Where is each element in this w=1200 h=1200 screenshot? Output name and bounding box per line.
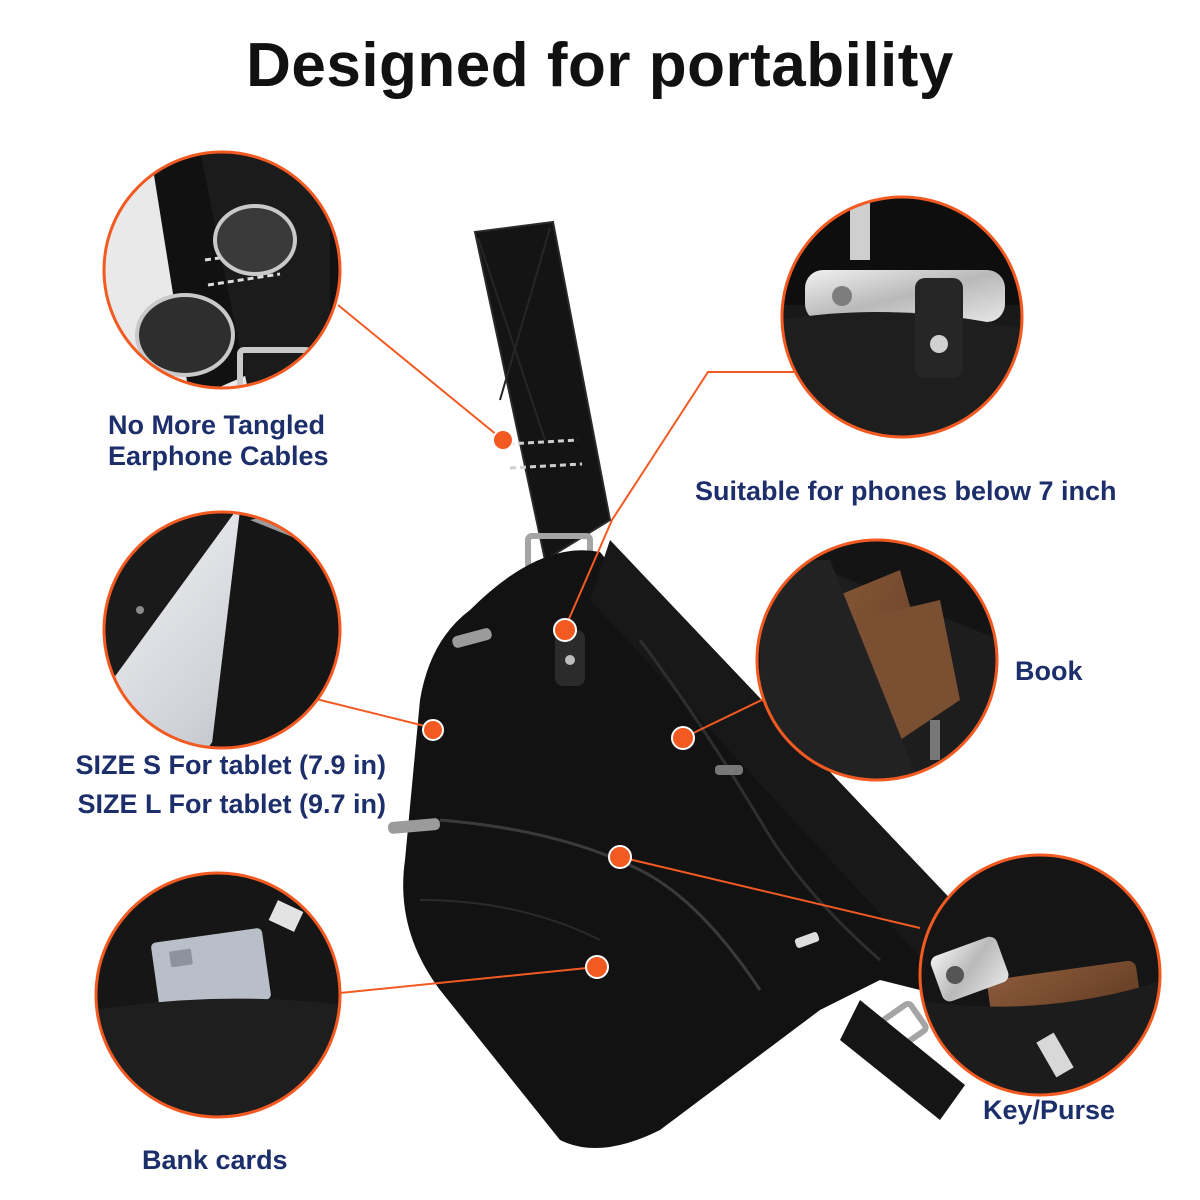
caption-tablet: SIZE S For tablet (7.9 in) SIZE L For ta… [68,750,386,820]
page-title: Designed for portability [246,31,954,100]
tablet-detail [102,510,342,750]
caption-earphone-line-2: Earphone Cables [108,441,329,471]
sling-bag [387,220,980,1148]
caption-earphone: No More Tangled Earphone Cables [108,410,329,472]
caption-phone: Suitable for phones below 7 inch [695,476,1117,507]
caption-tablet-line-2: SIZE L For tablet (9.7 in) [77,789,386,819]
phone-pocket-detail [780,195,1024,439]
caption-tablet-line-1: SIZE S For tablet (7.9 in) [75,750,386,780]
caption-book-line-1: Book [1015,656,1083,686]
book-pocket-detail [755,538,999,782]
caption-phone-line-1: Suitable for phones below 7 inch [695,476,1117,506]
caption-key-purse-line-1: Key/Purse [983,1095,1116,1125]
key-purse-detail [918,853,1162,1097]
caption-bank-cards-line-1: Bank cards [142,1145,288,1175]
caption-earphone-line-1: No More Tangled [108,410,326,440]
caption-key-purse: Key/Purse [983,1095,1115,1126]
caption-bank-cards: Bank cards [142,1145,288,1176]
sunglasses-strap-detail [102,150,342,390]
bank-card-detail [94,871,342,1119]
caption-book: Book [1015,656,1083,687]
callout-lines [299,304,921,996]
callout-dots [422,429,695,979]
